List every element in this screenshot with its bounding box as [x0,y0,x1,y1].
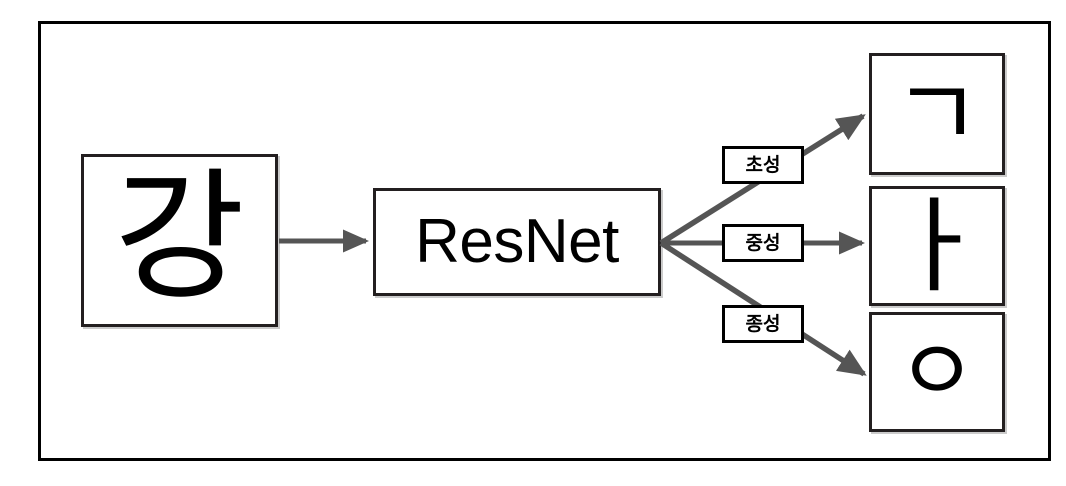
model-label: ResNet [415,207,619,276]
output-final-consonant-box: ㅇ [869,312,1005,432]
model-block: ResNet [373,188,661,296]
output-initial-consonant-box: ㄱ [869,53,1005,175]
label-jongseong: 종성 [722,305,804,343]
input-character-box: 강 [81,154,278,327]
label-jungseong: 중성 [722,224,804,262]
jamo-giyeok-glyph: ㄱ [892,58,982,170]
jamo-a-glyph: ㅏ [889,186,985,306]
jamo-ieung-glyph: ㅇ [896,320,978,423]
label-choseong-text: 초성 [745,153,781,176]
label-choseong: 초성 [722,146,804,184]
korean-syllable-glyph: 강 [114,154,245,320]
label-jongseong-text: 종성 [745,312,781,335]
output-medial-vowel-box: ㅏ [869,186,1005,306]
label-jungseong-text: 중성 [745,231,781,254]
